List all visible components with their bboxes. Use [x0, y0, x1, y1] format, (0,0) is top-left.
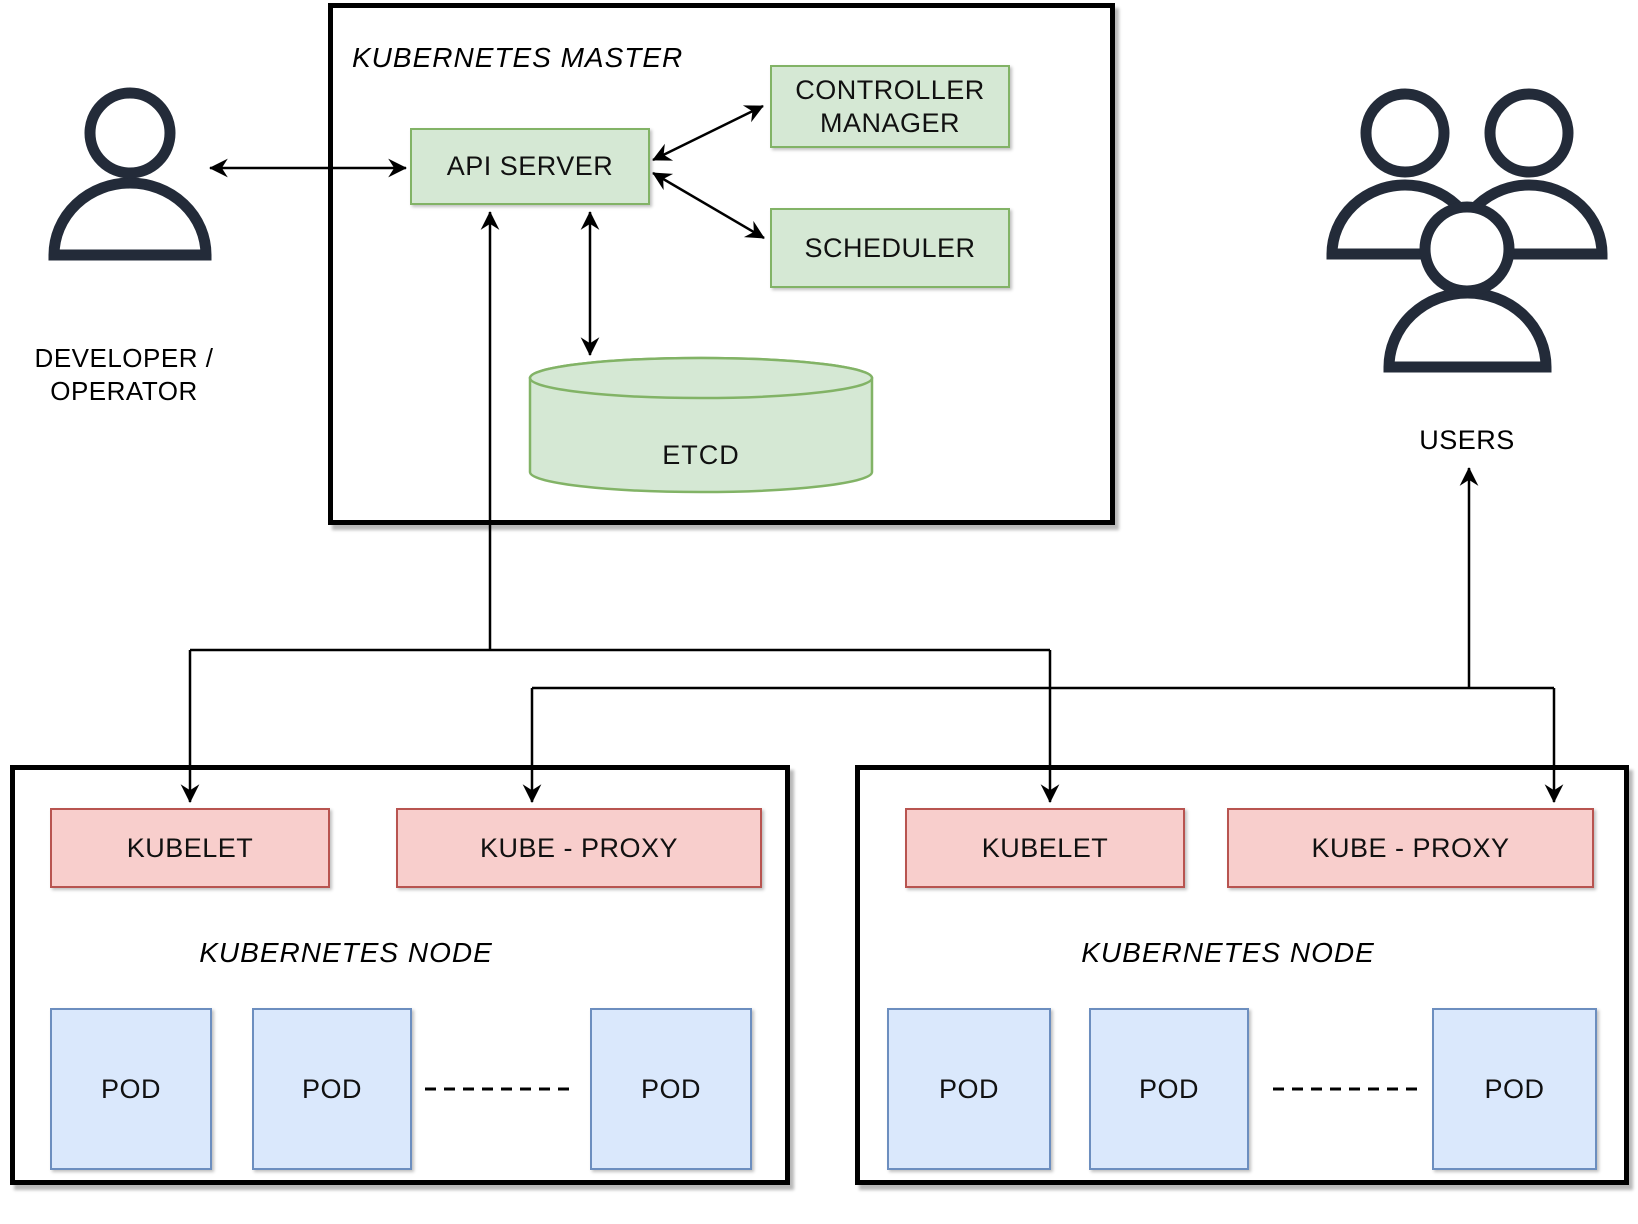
users-icon [1326, 88, 1608, 373]
pod-box: POD [1432, 1008, 1597, 1170]
users-label: USERS [1419, 425, 1515, 455]
pod-box: POD [590, 1008, 752, 1170]
etcd-label: ETCD [662, 440, 740, 470]
kubernetes-master-title: KUBERNETES MASTER [352, 42, 684, 73]
developer-label: DEVELOPER / OPERATOR [4, 342, 244, 408]
controller-manager-box: CONTROLLER MANAGER [770, 65, 1010, 148]
pod-box: POD [887, 1008, 1051, 1170]
kubelet-box-left: KUBELET [50, 808, 330, 888]
kube-proxy-box-left: KUBE - PROXY [396, 808, 762, 888]
api-server-box: API SERVER [410, 128, 650, 205]
kubelet-box-right: KUBELET [905, 808, 1185, 888]
kubernetes-node-title-left: KUBERNETES NODE [199, 937, 493, 968]
scheduler-box: SCHEDULER [770, 208, 1010, 288]
developer-icon [48, 87, 212, 261]
developer-label-line2: OPERATOR [50, 376, 198, 406]
developer-label-line1: DEVELOPER / [34, 343, 214, 373]
kube-proxy-box-right: KUBE - PROXY [1227, 808, 1594, 888]
pod-box: POD [50, 1008, 212, 1170]
pod-box: POD [1089, 1008, 1249, 1170]
kubernetes-node-title-right: KUBERNETES NODE [1081, 937, 1375, 968]
pod-box: POD [252, 1008, 412, 1170]
